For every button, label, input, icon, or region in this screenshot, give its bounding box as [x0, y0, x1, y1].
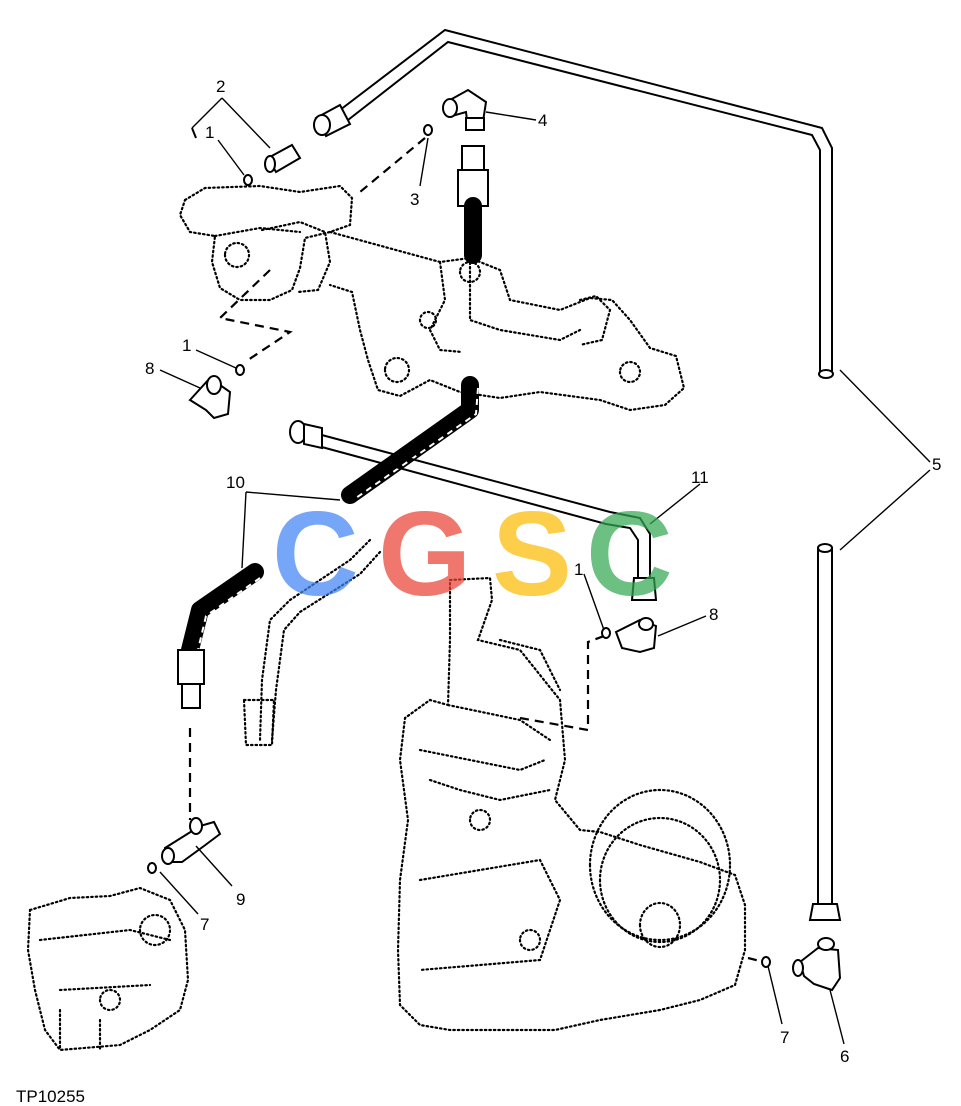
pump-housing-outline: [26, 886, 190, 1052]
callout-11: 11: [691, 468, 709, 487]
callout-1-mid: 1: [182, 336, 191, 355]
figure-id: TP10255: [16, 1087, 85, 1106]
tee-fitting-9: [147, 817, 222, 874]
callout-5: 5: [932, 455, 941, 474]
tube-11: [289, 420, 658, 601]
callout-10: 10: [226, 473, 245, 492]
callout-3: 3: [410, 190, 419, 209]
tube-5: [313, 28, 842, 921]
watermark-letter-c1: C: [272, 487, 359, 621]
watermark-letter-g: G: [378, 487, 471, 621]
fitting-2: [191, 127, 302, 186]
o-ring-3: [423, 124, 433, 136]
callout-8-left: 8: [145, 359, 154, 378]
elbow-fitting-8-right: [601, 617, 658, 654]
hose-10-upper: [457, 145, 489, 264]
callout-6: 6: [840, 1047, 849, 1066]
callout-4: 4: [538, 111, 547, 130]
watermark: C G S C: [272, 487, 673, 621]
upper-housing-outline: [178, 184, 686, 412]
watermark-letter-c2: C: [586, 487, 673, 621]
watermark-letter-s: S: [492, 487, 572, 621]
elbow-fitting-6: [761, 937, 842, 992]
elbow-fitting-4: [442, 88, 488, 131]
ghost-tube-outline: [242, 538, 382, 747]
callout-2: 2: [216, 77, 225, 96]
callout-7-right: 7: [780, 1028, 789, 1047]
callout-1-top: 1: [205, 123, 214, 142]
callout-9: 9: [236, 890, 245, 909]
callout-8-right: 8: [709, 605, 718, 624]
hose-10-middle: [341, 376, 479, 504]
lower-housing-outline: [396, 576, 747, 1032]
callout-7-left: 7: [200, 915, 209, 934]
callout-1-right: 1: [574, 560, 583, 579]
hose-10-lower: [177, 563, 264, 709]
connection-lines: [188, 137, 761, 963]
leader-lines: [159, 97, 931, 1045]
callouts: 2 1 3 4 1 8 5 10 11 1 8 9 7 7 6: [145, 77, 941, 1066]
elbow-fitting-8-left: [188, 364, 245, 420]
